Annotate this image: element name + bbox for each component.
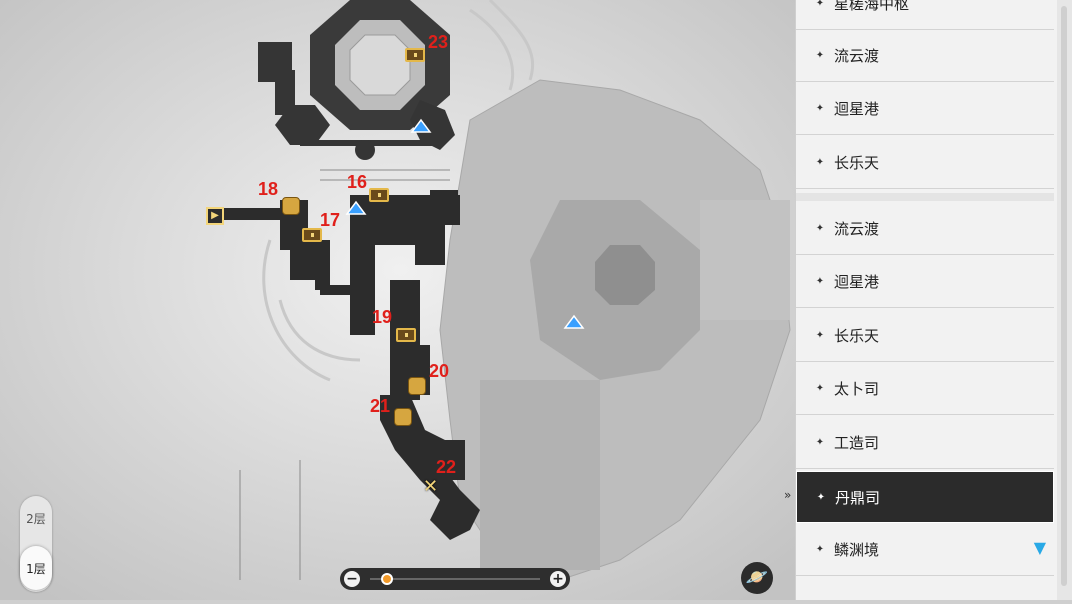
- location-item-liuyundu[interactable]: ✦ 流云渡: [796, 203, 1054, 255]
- octagon-hall: [258, 0, 455, 160]
- location-label: 丹鼎司: [835, 488, 881, 507]
- district-inner: [480, 200, 790, 570]
- floor-2-button[interactable]: 2层: [26, 511, 46, 526]
- chest-icon[interactable]: [302, 228, 322, 242]
- location-label: 星槎海中枢: [834, 0, 910, 13]
- puzzle-icon[interactable]: [282, 197, 300, 215]
- chest-icon[interactable]: [405, 48, 425, 62]
- diamond-star-icon: ✦: [815, 276, 825, 287]
- location-item-huixinggang[interactable]: ✦ 迴星港: [796, 83, 1054, 135]
- diamond-star-icon: ✦: [815, 437, 825, 448]
- zoom-control: − +: [340, 568, 570, 590]
- location-label: 流云渡: [834, 47, 880, 65]
- diamond-star-icon: ✦: [815, 330, 825, 341]
- location-item-liuyundu[interactable]: ✦ 流云渡: [796, 30, 1054, 82]
- floor-1-button[interactable]: 1层: [20, 546, 52, 590]
- location-label: 工造司: [834, 434, 880, 452]
- location-list-panel: ✦ 星槎海中枢 ✦ 流云渡 ✦ 迴星港 ✦ 长乐天 ✦ 流云渡 ✦ 迴星港 ✦ …: [795, 0, 1058, 600]
- location-label: 长乐天: [834, 327, 880, 345]
- location-label: 迴星港: [834, 100, 880, 118]
- marker-label-19: 19: [372, 307, 393, 327]
- space-anchor-icon[interactable]: [563, 314, 585, 330]
- location-label: 迴星港: [834, 273, 880, 291]
- floor-selector: 2层 1层: [20, 496, 52, 592]
- crossed-swords-icon[interactable]: ✕: [423, 476, 439, 497]
- marker-label-23: 23: [428, 32, 449, 52]
- double-chevron-right-icon: »: [784, 488, 792, 502]
- diamond-star-icon: ✦: [815, 0, 825, 9]
- location-list-scrollbar[interactable]: [1057, 0, 1072, 600]
- zoom-slider-track[interactable]: [370, 578, 540, 580]
- marker-label-20: 20: [429, 361, 450, 381]
- location-label: 鳞渊境: [834, 541, 880, 559]
- space-anchor-icon[interactable]: [410, 118, 432, 134]
- diamond-star-icon: ✦: [816, 491, 826, 503]
- marker-label-18: 18: [258, 179, 279, 199]
- location-item-changletian[interactable]: ✦ 长乐天: [796, 137, 1054, 189]
- chest-icon[interactable]: [369, 188, 389, 202]
- diamond-star-icon: ✦: [815, 50, 825, 61]
- list-divider: [796, 193, 1054, 201]
- scrollbar-thumb[interactable]: [1061, 6, 1067, 586]
- location-label: 长乐天: [834, 154, 880, 172]
- decorative-roots: [262, 0, 535, 382]
- planet-icon[interactable]: 🪐: [741, 562, 773, 594]
- diamond-star-icon: ✦: [815, 544, 825, 555]
- location-label: 太卜司: [834, 380, 880, 398]
- zoom-in-button[interactable]: +: [550, 571, 566, 587]
- diamond-star-icon: ✦: [815, 223, 825, 234]
- zoom-out-button[interactable]: −: [344, 571, 360, 587]
- marker-label-16: 16: [347, 172, 368, 192]
- exit-door-icon[interactable]: ▶: [206, 207, 224, 225]
- puzzle-icon[interactable]: [394, 408, 412, 426]
- diamond-star-icon: ✦: [815, 157, 825, 168]
- location-item-gongzaosi[interactable]: ✦ 工造司: [796, 417, 1054, 469]
- location-item-changletian[interactable]: ✦ 长乐天: [796, 310, 1054, 362]
- location-item-dandingsi[interactable]: ✦ 丹鼎司: [796, 471, 1054, 523]
- lanes: [239, 169, 450, 580]
- puzzle-icon[interactable]: [408, 377, 426, 395]
- diamond-star-icon: ✦: [815, 103, 825, 114]
- location-item-xingchahai[interactable]: ✦ 星槎海中枢: [796, 0, 1054, 30]
- location-label: 流云渡: [834, 220, 880, 238]
- zoom-slider-knob[interactable]: [381, 573, 393, 585]
- location-item-linyuanjing[interactable]: ✦ 鳞渊境 ▼: [796, 524, 1054, 576]
- blue-arrow-icon: ▼: [1033, 538, 1046, 557]
- marker-label-22: 22: [436, 457, 457, 477]
- space-anchor-icon[interactable]: [345, 200, 367, 216]
- location-item-taibusi[interactable]: ✦ 太卜司: [796, 363, 1054, 415]
- location-item-huixinggang[interactable]: ✦ 迴星港: [796, 256, 1054, 308]
- marker-label-21: 21: [370, 396, 391, 416]
- chest-icon[interactable]: [396, 328, 416, 342]
- marker-label-17: 17: [320, 210, 341, 230]
- diamond-star-icon: ✦: [815, 383, 825, 394]
